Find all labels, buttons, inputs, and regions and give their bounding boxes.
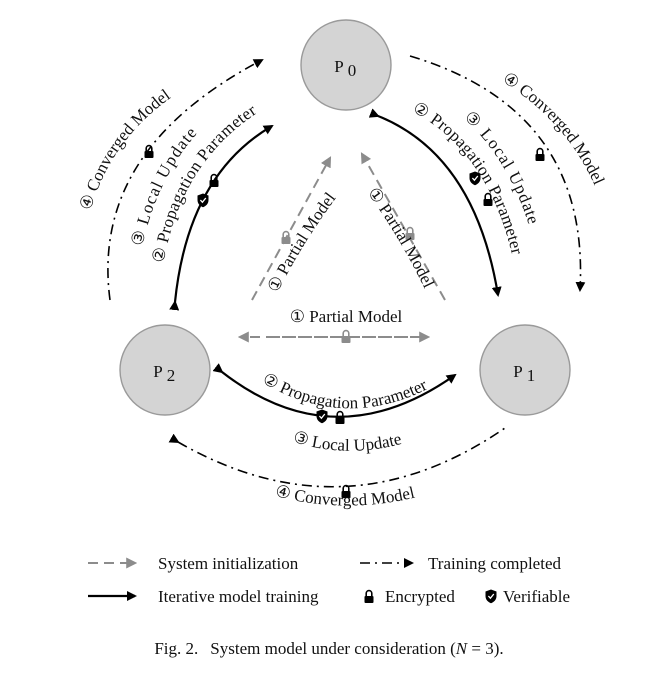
shield-icon [484, 588, 498, 604]
label-partial-model-bottom: ① Partial Model [290, 307, 403, 326]
init-arrow-p2-to-p0 [251, 156, 332, 301]
lock-icon [363, 589, 375, 604]
caption-text: System model under consideration ( [210, 639, 456, 658]
lock-icon [143, 144, 155, 159]
caption-suffix: = 3). [467, 639, 504, 658]
caption-prefix: Fig. 2. [154, 639, 198, 658]
node-p0-subscript: 0 [348, 61, 357, 80]
init-arrow-p1-to-p0 [360, 152, 446, 301]
figure-caption: Fig. 2. System model under consideration … [154, 639, 503, 658]
node-p2: P 2 [119, 324, 211, 416]
lock-icon [334, 410, 346, 425]
node-p1: P 1 [479, 324, 571, 416]
caption-variable: N [455, 639, 469, 658]
iterative-arcs [173, 114, 500, 418]
arc-p2-p0 [173, 124, 274, 304]
node-p0-label: P [334, 57, 343, 76]
legend-init-text: System initialization [158, 554, 299, 573]
node-p2-subscript: 2 [167, 366, 176, 385]
arc-p0-p1 [376, 114, 500, 297]
label-partial-model-left: ① Partial Model [264, 189, 340, 296]
node-p1-subscript: 1 [527, 366, 536, 385]
shield-icon [315, 408, 329, 424]
label-partial-model-right: ① Partial Model [364, 184, 438, 291]
legend-verifiable-text: Verifiable [503, 587, 570, 606]
legend: System initialization Training completed… [88, 554, 570, 606]
init-arrows [237, 152, 446, 343]
legend-iterative-text: Iterative model training [158, 587, 319, 606]
label-converged-right: ④ Converged Model [500, 68, 609, 187]
lock-icon [534, 147, 546, 162]
node-p2-label: P [153, 362, 162, 381]
node-p1-label: P [513, 362, 522, 381]
lock-icon [340, 329, 352, 344]
legend-encrypted-text: Encrypted [385, 587, 455, 606]
node-p0: P 0 [300, 19, 392, 111]
lock-icon [208, 173, 220, 188]
legend-completed-text: Training completed [428, 554, 561, 573]
label-propagation-bottom: ② Propagation Parameter [260, 369, 431, 412]
label-local-update-bottom: ③ Local Update [291, 427, 403, 455]
